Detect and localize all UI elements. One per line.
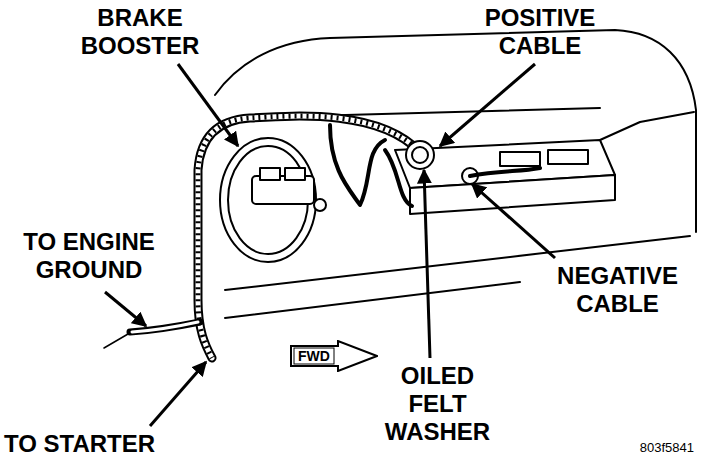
fender-outline [215, 30, 696, 232]
part-label: OILED FELT WASHER [380, 362, 495, 446]
wire [330, 125, 385, 205]
cable-harness [198, 116, 420, 358]
cable-harness [198, 116, 420, 358]
brake-booster [220, 138, 316, 262]
part-label: BRAKE BOOSTER [70, 4, 210, 60]
battery-front [410, 175, 615, 214]
felt-washer [412, 147, 428, 163]
reservoir [285, 168, 305, 180]
inner-fender-line [225, 282, 520, 318]
leader-arrow [178, 64, 238, 146]
ground-wire [104, 334, 128, 348]
part-label: TO STARTER [4, 430, 224, 458]
negative-cable [470, 168, 540, 176]
battery-cell-cap [548, 150, 588, 164]
battery-cell-cap [500, 152, 540, 166]
reservoir [260, 168, 280, 180]
leader-arrow [105, 292, 146, 326]
part-label: NEGATIVE CABLE [535, 262, 700, 318]
direction-text: FWD [298, 346, 330, 366]
leader-arrow [440, 64, 535, 146]
arrow-shape [291, 341, 377, 371]
part-label: POSITIVE CABLE [470, 4, 610, 60]
figure-number: 803f5841 [584, 440, 694, 456]
part-label: TO ENGINE GROUND [4, 228, 174, 284]
direction-arrow: FWD [290, 340, 378, 372]
leader-arrow [472, 184, 555, 258]
cable-harness [198, 116, 420, 358]
fender-edge [600, 112, 694, 140]
ground-cable [130, 322, 200, 332]
positive-terminal [406, 141, 434, 169]
leader-arrow [150, 362, 206, 426]
leader-arrow [424, 170, 430, 358]
fitting [314, 199, 326, 211]
